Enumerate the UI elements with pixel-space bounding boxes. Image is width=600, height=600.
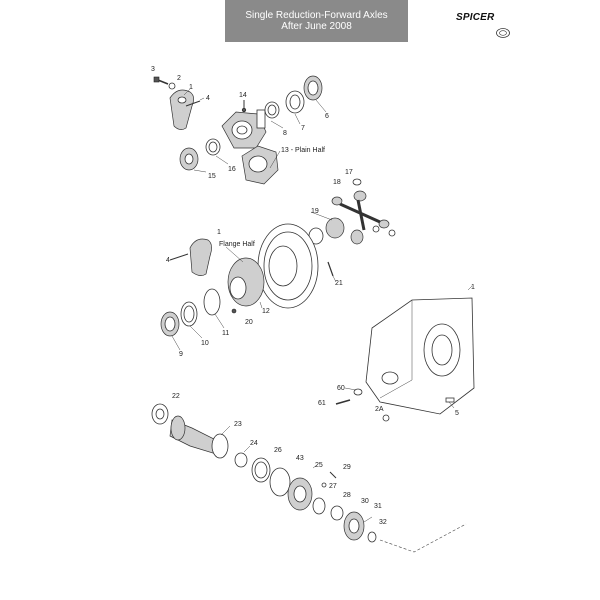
callout-15: 15: [208, 173, 216, 180]
bearing-cone-part-7: [285, 90, 305, 114]
callout-25: 25: [315, 462, 323, 469]
washer-part-27: [321, 482, 327, 488]
callout-18: 18: [333, 179, 341, 186]
diff-case-flange-half: [227, 257, 265, 307]
diff-case-plain-half: [221, 109, 267, 149]
callout-31: 31: [374, 503, 382, 510]
callout-9: 9: [179, 351, 183, 358]
callout-23: 23: [234, 421, 242, 428]
callout-30: 30: [361, 498, 369, 505]
callout-24: 24: [250, 440, 258, 447]
callout-12: 12: [262, 308, 270, 315]
bolt-part-3: [153, 76, 169, 85]
bearing-part-22: [151, 403, 169, 425]
callout-8: 8: [283, 130, 287, 137]
bolt-part-29: [329, 471, 337, 479]
callout-1-top: 1: [189, 84, 193, 91]
callout-3: 3: [151, 66, 155, 73]
spacer-part-24: [234, 452, 248, 468]
page-header: Single Reduction-Forward Axles After Jun…: [225, 0, 408, 42]
callout-28: 28: [343, 492, 351, 499]
bearing-part-23: [211, 433, 229, 459]
header-title: Single Reduction-Forward Axles: [245, 10, 388, 21]
pinion-cage-part-25: [287, 477, 313, 511]
bearing-cup-part-26: [251, 457, 271, 483]
callout-26: 26: [274, 447, 282, 454]
thrust-washer-part-17: [352, 178, 362, 186]
header-subtitle: After June 2008: [281, 21, 352, 32]
ring-gear-part-12: [257, 223, 319, 309]
callout-4-top: 4: [206, 95, 210, 102]
callout-16: 16: [228, 166, 236, 173]
callout-60: 60: [337, 385, 345, 392]
leader-lines: [171, 88, 473, 523]
bolt-part-4: [185, 100, 201, 107]
diff-case-half-13: [241, 145, 279, 185]
callout-32: 32: [379, 519, 387, 526]
dana-emblem-icon: [496, 28, 510, 38]
callout-43: 43: [296, 455, 304, 462]
callout-2a: 2A: [375, 406, 384, 413]
callout-6: 6: [325, 113, 329, 120]
callout-1-middle: 1: [217, 229, 221, 236]
carrier-housing-part-1: [365, 297, 475, 415]
pin-part-14: [241, 100, 247, 113]
bolt-part-61: [335, 399, 351, 405]
callout-27: 27: [329, 483, 337, 490]
callout-2: 2: [177, 75, 181, 82]
callout-20: 20: [245, 319, 253, 326]
callout-29: 29: [343, 464, 351, 471]
bearing-adjuster-part-9: [160, 311, 180, 337]
pin-part-5: [445, 397, 455, 403]
callout-14: 14: [239, 92, 247, 99]
bearing-cup-part-10: [180, 301, 198, 327]
bearing-cap-part-1b: [189, 238, 212, 276]
callout-7: 7: [301, 125, 305, 132]
callout-21: 21: [335, 280, 343, 287]
spider-cross: [331, 196, 390, 231]
assembly-dash-line: [379, 523, 467, 553]
shim-part-43: [269, 467, 291, 497]
plug-part-60: [353, 388, 363, 396]
bearing-cap-part-1: [169, 89, 194, 130]
plug-part-2a: [382, 414, 390, 422]
side-gear-part-15: [179, 147, 199, 171]
callout-11: 11: [222, 330, 229, 337]
bearing-adjuster-part-6: [303, 75, 323, 101]
spicer-logo: SPICER: [456, 12, 526, 52]
brand-name: SPICER: [456, 12, 495, 23]
washer-part-2: [168, 82, 176, 90]
callout-1-housing: 1: [471, 284, 475, 291]
callout-17: 17: [345, 169, 353, 176]
side-gear-part-19: [308, 217, 396, 245]
callout-61: 61: [318, 400, 326, 407]
bolt-part-4b: [169, 253, 189, 261]
bearing-part-28: [312, 497, 326, 515]
bearing-cup-part-8: [264, 101, 280, 119]
pinion-gear-part-18: [353, 190, 367, 202]
snap-ring-part-32: [367, 531, 377, 543]
spacer-part-30: [330, 505, 344, 521]
callout-19: 19: [311, 208, 319, 215]
callout-4-middle: 4: [166, 257, 170, 264]
bearing-cone-part-11: [203, 288, 221, 316]
callout-13-plain-half: 13 - Plain Half: [281, 147, 325, 154]
callout-flange-half: Flange Half: [219, 241, 255, 248]
drive-pinion: [169, 415, 221, 455]
callout-22: 22: [172, 393, 180, 400]
pin-part-20: [231, 308, 237, 314]
thrust-washer-part-16: [205, 138, 221, 156]
helical-gear-part-31: [343, 511, 365, 541]
callout-10: 10: [201, 340, 209, 347]
bolt-part-21: [327, 261, 334, 277]
callout-5: 5: [455, 410, 459, 417]
